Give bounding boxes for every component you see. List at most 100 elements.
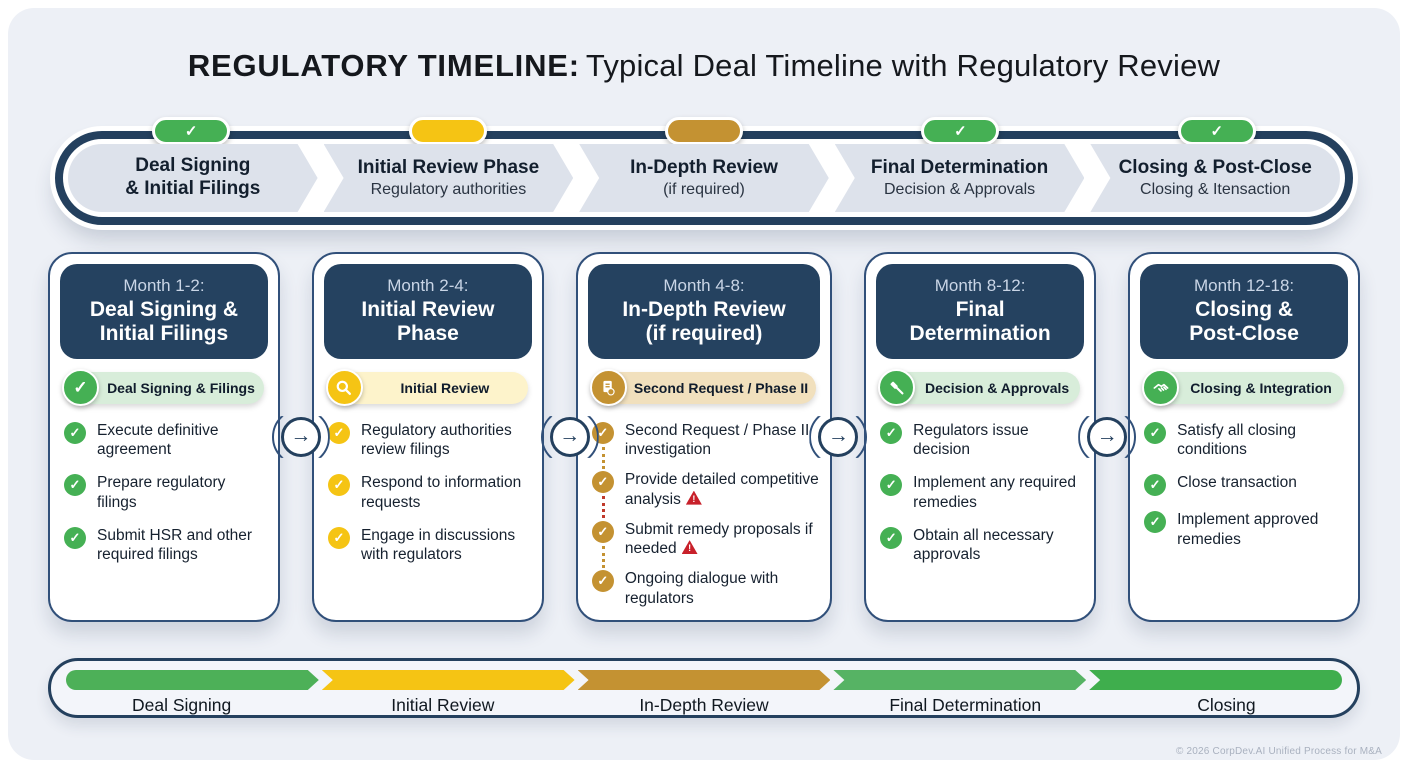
checklist-item: Implement approved remedies [1144, 510, 1348, 548]
progress-segment-initial-review [322, 670, 575, 690]
card-title: Closing & Post-Close [1189, 298, 1299, 346]
card-badge: Closing & Integration [1142, 369, 1345, 406]
progress-segment-in-depth-review [578, 670, 831, 690]
check-circle-icon [880, 526, 903, 549]
checklist-item: Ongoing dialogue with regulators [591, 569, 820, 607]
card-title: Initial Review Phase [361, 298, 495, 346]
phase-segment-in-depth-review: In-Depth Review (if required) [579, 144, 829, 212]
card-deal-signing: Month 1-2: Deal Signing & Initial Filing… [48, 252, 280, 622]
phase3-status-pill [665, 117, 743, 145]
check-circle-icon [591, 520, 614, 543]
card-badge: Second Request / Phase II [589, 369, 817, 406]
phase-label: Initial Review Phase [357, 156, 540, 178]
progress-label: In-Depth Review [639, 695, 769, 715]
checklist: Satisfy all closing conditions Close tra… [1140, 421, 1348, 549]
phase-sublabel: (if required) [663, 181, 745, 199]
phase-cards-row: Month 1-2: Deal Signing & Initial Filing… [48, 252, 1361, 622]
card-badge-label: Closing & Integration [1190, 380, 1332, 396]
arrow-right-icon: → [540, 416, 599, 458]
phase-banner: ✓ ✓ ✓ Deal Signing & Initial Filings Ini… [55, 117, 1353, 225]
infographic-panel: REGULATORY TIMELINE:Typical Deal Timelin… [8, 8, 1400, 760]
card-badge: Initial Review [325, 369, 528, 406]
card-header: Month 8-12: Final Determination [876, 264, 1085, 359]
check-circle-icon [591, 570, 614, 593]
check-icon: ✓ [184, 123, 198, 140]
check-circle-icon [880, 474, 903, 497]
card-title: Final Determination [909, 298, 1051, 346]
phase-segment-deal-signing: Deal Signing & Initial Filings [68, 144, 318, 212]
checklist-item: Implement any required remedies [880, 473, 1084, 511]
card-closing: Month 12-18: Closing & Post-Close Closin… [1128, 252, 1361, 622]
card-header: Month 12-18: Closing & Post-Close [1140, 264, 1349, 359]
phase-banner-track: Deal Signing & Initial Filings Initial R… [68, 144, 1340, 212]
card-month: Month 12-18: [1193, 275, 1295, 295]
phase-sublabel: Closing & Itensaction [1140, 181, 1291, 199]
page-title-lead: REGULATORY TIMELINE: [187, 48, 580, 83]
checklist-item: Execute definitive agreement [64, 421, 268, 459]
checklist-item: Obtain all necessary approvals [880, 526, 1084, 564]
progress-label: Closing [1197, 695, 1256, 715]
card-badge-label: Second Request / Phase II [633, 380, 809, 396]
check-circle-icon [327, 474, 350, 497]
phase-segment-initial-review: Initial Review Phase Regulatory authorit… [324, 144, 574, 212]
card-badge-label: Initial Review [400, 380, 490, 396]
card-header: Month 1-2: Deal Signing & Initial Filing… [60, 264, 268, 359]
check-circle-icon [591, 471, 614, 494]
card-badge: ✓ Deal Signing & Filings [62, 369, 264, 406]
card-header: Month 2-4: Initial Review Phase [323, 264, 532, 359]
check-circle-icon [64, 422, 86, 444]
phase-sublabel: Decision & Approvals [883, 181, 1036, 199]
progress-summary-bar: Deal Signing Initial Review In-Depth Rev… [48, 658, 1360, 718]
checklist-item: Regulators issue decision [880, 421, 1084, 459]
dotted-connector [601, 545, 605, 568]
warning-triangle-icon [681, 540, 698, 555]
card-badge-label: Decision & Approvals [925, 380, 1070, 396]
phase-segment-closing: Closing & Post-Close Closing & Itensacti… [1090, 144, 1340, 212]
progress-labels: Deal Signing Initial Review In-Depth Rev… [51, 695, 1357, 716]
phase-sublabel: & Initial Filings [125, 178, 261, 199]
checklist-item: Satisfy all closing conditions [1144, 421, 1348, 459]
checklist: Regulators issue decision Implement any … [876, 421, 1084, 564]
check-circle-icon [64, 474, 86, 497]
page-title-rest: Typical Deal Timeline with Regulatory Re… [585, 48, 1221, 83]
progress-track [66, 670, 1342, 690]
checklist-item: Engage in discussions with regulators [327, 526, 532, 564]
checklist-item: Regulatory authorities review filings [327, 421, 532, 459]
phase-sublabel: Regulatory authorities [370, 181, 527, 199]
card-title: In-Depth Review (if required) [622, 298, 786, 346]
copyright-text: © 2026 CorpDev.AI Unified Process for M&… [1175, 746, 1382, 757]
progress-segment-final-determination [833, 670, 1086, 690]
check-circle-icon [327, 526, 350, 549]
check-icon: ✓ [954, 123, 967, 140]
check-circle-icon [880, 422, 903, 444]
phase-label: Deal Signing [135, 155, 251, 177]
progress-label: Final Determination [889, 695, 1042, 715]
checklist-item: Second Request / Phase II investigation [591, 421, 820, 469]
magnifier-icon [325, 369, 363, 406]
checklist: Regulatory authorities review filings Re… [324, 421, 532, 564]
dotted-connector [601, 496, 605, 519]
progress-segment-closing [1089, 670, 1342, 690]
checklist-item: Prepare regulatory filings [64, 473, 268, 511]
page-title: REGULATORY TIMELINE:Typical Deal Timelin… [8, 48, 1400, 84]
check-circle-icon [327, 422, 350, 444]
checklist: Execute definitive agreement Prepare reg… [60, 421, 268, 564]
card-title: Deal Signing & Initial Filings [89, 298, 239, 346]
checklist-item: Submit HSR and other required filings [64, 526, 268, 564]
phase4-status-pill-check-icon: ✓ [921, 117, 1000, 145]
warning-triangle-icon [685, 490, 702, 505]
arrow-right-icon: → [271, 416, 330, 458]
arrow-right-icon: → [1078, 416, 1137, 458]
check-circle-icon: ✓ [62, 369, 99, 406]
phase-label: Final Determination [870, 156, 1049, 178]
check-circle-icon [64, 526, 86, 549]
phase1-status-pill-check-icon: ✓ [152, 117, 231, 145]
card-initial-review: Month 2-4: Initial Review Phase Initial … [311, 252, 544, 622]
phase-segment-final-determination: Final Determination Decision & Approvals [835, 144, 1085, 212]
checklist: Second Request / Phase II investigation … [588, 421, 820, 608]
check-circle-icon [1144, 474, 1167, 497]
check-icon: ✓ [1210, 123, 1224, 140]
progress-label: Deal Signing [131, 695, 232, 715]
card-in-depth-review: Month 4-8: In-Depth Review (if required)… [575, 252, 833, 622]
arrow-right-icon: → [809, 416, 868, 458]
